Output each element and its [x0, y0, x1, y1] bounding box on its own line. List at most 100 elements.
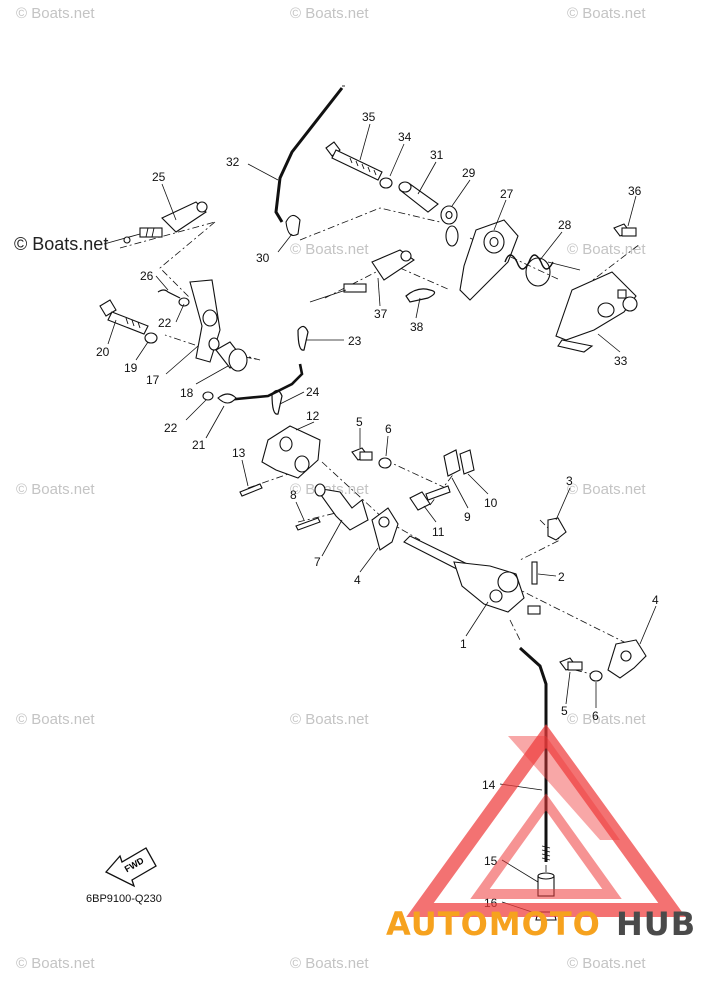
washer-6b — [589, 670, 603, 682]
callout-33: 33 — [614, 354, 628, 368]
washer-22 — [178, 297, 190, 307]
plate-9 — [443, 449, 461, 477]
watermark: © Boats.net — [290, 711, 369, 728]
bolt-20 — [99, 299, 149, 335]
collar-18 — [215, 341, 248, 372]
callout-20: 20 — [96, 345, 110, 359]
rod-21 — [217, 363, 304, 404]
bellcrank-17 — [189, 279, 221, 363]
bushing-29 — [440, 205, 458, 225]
callout-32: 32 — [226, 155, 240, 169]
callout-36: 36 — [628, 184, 642, 198]
callout-7: 7 — [314, 555, 321, 569]
bolt-5b — [559, 657, 583, 671]
callout-30: 30 — [256, 251, 270, 265]
washer-19 — [144, 332, 158, 344]
washer-6a — [378, 457, 392, 469]
watermark: © Boats.net — [16, 711, 95, 728]
callout-3: 3 — [566, 474, 573, 488]
watermark: © Boats.net — [567, 481, 646, 498]
watermark: © Boats.net — [290, 955, 369, 972]
watermark: © Boats.net — [567, 711, 646, 728]
leader-lines — [107, 123, 657, 915]
callout-21: 21 — [192, 438, 206, 452]
washer-22b — [202, 391, 214, 401]
callout-19: 19 — [124, 361, 138, 375]
watermark: © Boats.net — [16, 481, 95, 498]
lever-27 — [445, 219, 519, 301]
callout-28: 28 — [558, 218, 572, 232]
watermark: © Boats.net — [567, 5, 646, 22]
callout-15: 15 — [484, 854, 498, 868]
bolt-36 — [613, 223, 637, 237]
bolt-35 — [325, 141, 383, 181]
automotohub-logo: AUTOMOTO HUB — [386, 724, 696, 943]
lever-4a — [371, 507, 399, 551]
callout-23: 23 — [348, 334, 362, 348]
callout-34: 34 — [398, 130, 412, 144]
diagram-code: 6BP9100-Q230 — [86, 893, 162, 905]
clip-24 — [271, 389, 283, 415]
callout-11: 11 — [432, 525, 445, 539]
callout-10: 10 — [484, 496, 498, 510]
callout-4b: 4 — [652, 593, 659, 607]
shift-rod-14 — [518, 646, 551, 862]
callout-25: 25 — [152, 170, 166, 184]
link-joint-25 — [103, 201, 208, 245]
callout-5b: 5 — [561, 704, 568, 718]
watermark: © Boats.net — [16, 5, 95, 22]
lever-4b — [607, 639, 647, 679]
watermark-dark: © Boats.net — [14, 234, 108, 254]
pin-8 — [295, 517, 321, 531]
callout-18: 18 — [180, 386, 194, 400]
shift-shaft-1 — [403, 535, 541, 615]
callout-22b: 22 — [164, 421, 178, 435]
callout-17: 17 — [146, 373, 160, 387]
washer-34 — [379, 177, 393, 189]
watermark: © Boats.net — [290, 5, 369, 22]
clip-38 — [405, 288, 436, 303]
callout-35: 35 — [362, 110, 376, 124]
callout-27: 27 — [500, 187, 514, 201]
pin-2 — [531, 561, 538, 585]
callout-38: 38 — [410, 320, 424, 334]
link-joint-37 — [309, 249, 415, 303]
callout-37: 37 — [374, 307, 388, 321]
logo-text-hub: HUB — [616, 905, 696, 943]
callout-8: 8 — [290, 488, 297, 502]
callout-numbers: 35 34 31 32 29 27 36 25 28 30 26 37 38 3… — [96, 110, 659, 910]
bolt-5a — [351, 447, 373, 461]
callout-22: 22 — [158, 316, 172, 330]
spring-28 — [504, 254, 581, 287]
throttle-rod-32 — [274, 85, 345, 223]
bracket-33 — [555, 271, 638, 353]
clip-3 — [547, 517, 567, 541]
callout-2: 2 — [558, 570, 565, 584]
callout-12: 12 — [306, 409, 320, 423]
callout-29: 29 — [462, 166, 476, 180]
pin-13 — [239, 483, 263, 497]
fwd-arrow: FWD — [104, 847, 157, 888]
watermark-layer: © Boats.net © Boats.net © Boats.net © Bo… — [14, 5, 646, 972]
callout-9: 9 — [464, 510, 471, 524]
clip-23 — [297, 325, 309, 351]
watermark: © Boats.net — [16, 955, 95, 972]
plate-10 — [459, 449, 475, 475]
clip-26 — [157, 289, 181, 299]
watermark: © Boats.net — [567, 955, 646, 972]
callout-6b: 6 — [592, 709, 599, 723]
callout-6: 6 — [385, 422, 392, 436]
logo-text-automoto: AUTOMOTO — [386, 905, 601, 943]
lever-12 — [261, 425, 321, 479]
watermark: © Boats.net — [567, 241, 646, 258]
logo-triangle-mark — [406, 724, 686, 917]
callout-5: 5 — [356, 415, 363, 429]
callout-14: 14 — [482, 778, 496, 792]
callout-4: 4 — [354, 573, 361, 587]
bolt-11 — [409, 485, 451, 511]
clip-30 — [285, 214, 301, 237]
callout-13: 13 — [232, 446, 246, 460]
watermark: © Boats.net — [290, 241, 369, 258]
callout-26: 26 — [140, 269, 154, 283]
